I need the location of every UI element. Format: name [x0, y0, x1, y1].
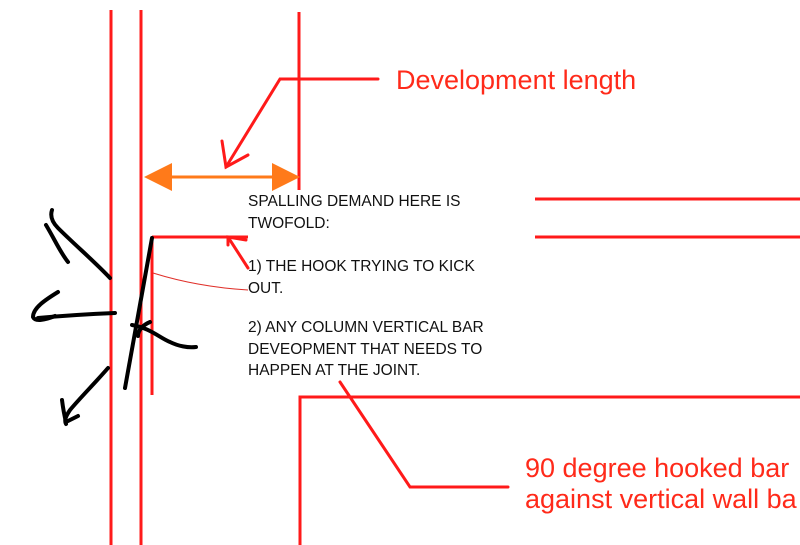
dimension-arrow-head-right [272, 163, 300, 191]
note-line: OUT. [248, 280, 283, 297]
note-line: 1) THE HOOK TRYING TO KICK [248, 258, 475, 275]
leader-arrows [220, 77, 510, 489]
hooked-bar-label-line1: 90 degree hooked bar [525, 453, 789, 483]
spalling-sketch [31, 208, 198, 426]
spall-arrow-down-left-head [60, 398, 80, 424]
spalling-note: SPALLING DEMAND HERE IS TWOFOLD: 1) THE … [248, 193, 484, 379]
hook-pointer-stem [226, 235, 250, 270]
spall-crack-line [123, 236, 154, 390]
hooked-bar-label-line2: against vertical wall ba [525, 484, 798, 514]
note-line: 2) ANY COLUMN VERTICAL BAR [248, 319, 484, 336]
hooked-bar-leader [338, 380, 510, 489]
spall-arrow-right [130, 323, 198, 350]
spall-arrow-down-left [63, 366, 110, 426]
structural-linework [109, 10, 800, 545]
dimension-arrow-head-left [144, 163, 172, 191]
development-length-dimension-arrow [144, 163, 300, 191]
beam-bottom-edge [298, 395, 800, 545]
development-length-label: Development length [396, 65, 636, 95]
spall-arrow-up-left [49, 208, 112, 280]
spall-arrow-left-head [31, 290, 60, 322]
development-length-leader-head [220, 139, 250, 170]
note-line: HAPPEN AT THE JOINT. [248, 362, 420, 379]
spall-arrow-up-left-head [44, 223, 70, 264]
note-line: SPALLING DEMAND HERE IS [248, 193, 460, 210]
note-line: TWOFOLD: [248, 215, 330, 232]
development-length-leader [224, 77, 380, 169]
note-leader-line [152, 272, 249, 291]
spall-arrow-right-head [136, 320, 152, 338]
note-line: DEVEOPMENT THAT NEEDS TO [248, 341, 482, 358]
